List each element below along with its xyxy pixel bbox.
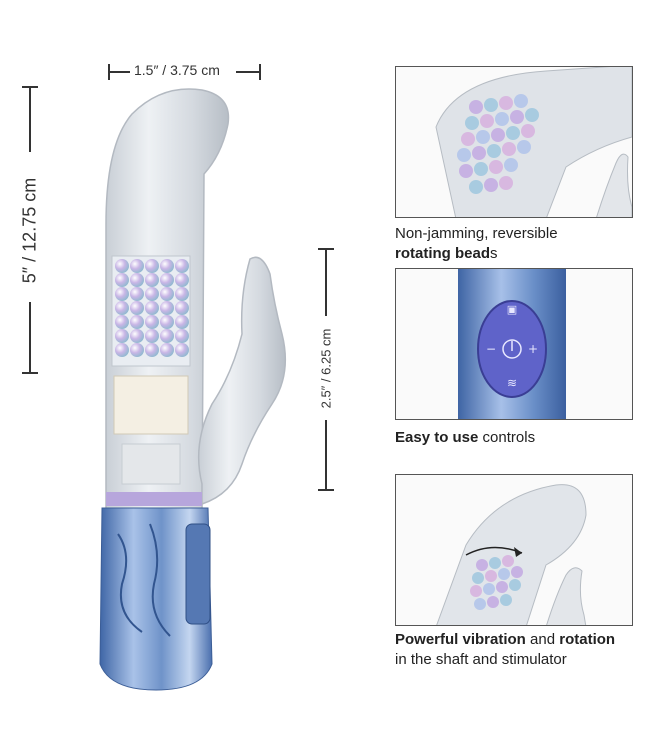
stimulator-dimension-label: 2.5″ / 6.25 cm [318, 328, 334, 409]
stimulator-dimension-lines [318, 248, 334, 491]
length-dimension-label: 5″ / 12.75 cm [19, 177, 40, 284]
beads-closeup [435, 67, 632, 217]
control-panel-side [185, 523, 211, 625]
caption-rotation-bold2: rotation [559, 631, 616, 648]
caption-rotation-and: and [525, 631, 560, 648]
width-dimension: 1.5″ / 3.75 cm [108, 62, 262, 82]
caption-beads-line1: Non-jamming, reversible [395, 225, 558, 242]
rotation-beads [470, 555, 523, 610]
width-dimension-lines [108, 64, 261, 80]
product-illustration [99, 88, 287, 691]
plus-icon: + [528, 342, 538, 356]
detail-panel-controls: ▣ − + ≋ [395, 268, 633, 420]
heat-icon: ≋ [507, 376, 517, 390]
detail-panel-beads [395, 66, 633, 218]
detail-panel-rotation [395, 474, 633, 626]
length-dimension-lines [22, 86, 38, 374]
motor-core [121, 443, 181, 485]
caption-controls: Easy to use controls [395, 428, 535, 448]
caption-controls-text: controls [478, 429, 536, 446]
motor-section [113, 375, 189, 435]
mode-icon: ▣ [507, 303, 517, 316]
caption-rotation-line2: in the shaft and stimulator [395, 651, 567, 668]
collar-ring [106, 492, 202, 506]
minus-icon: − [486, 342, 496, 356]
caption-rotation: Powerful vibration and rotation in the s… [395, 630, 615, 670]
caption-beads-bold: rotating bead [395, 245, 491, 262]
power-icon [502, 339, 522, 359]
controls-closeup: ▣ − + ≋ [458, 269, 566, 419]
rotating-beads [115, 259, 189, 357]
caption-beads: Non-jamming, reversible rotating beads [395, 224, 558, 264]
rabbit-stimulator [197, 256, 287, 506]
caption-rotation-bold1: Powerful vibration [395, 631, 526, 648]
caption-beads-suffix: s [490, 245, 498, 262]
caption-controls-bold: Easy to use [395, 429, 479, 446]
width-dimension-label: 1.5″ / 3.75 cm [134, 62, 220, 78]
beads-closeup-cluster [457, 94, 539, 194]
metal-base [99, 507, 213, 691]
rotation-closeup [436, 484, 587, 625]
